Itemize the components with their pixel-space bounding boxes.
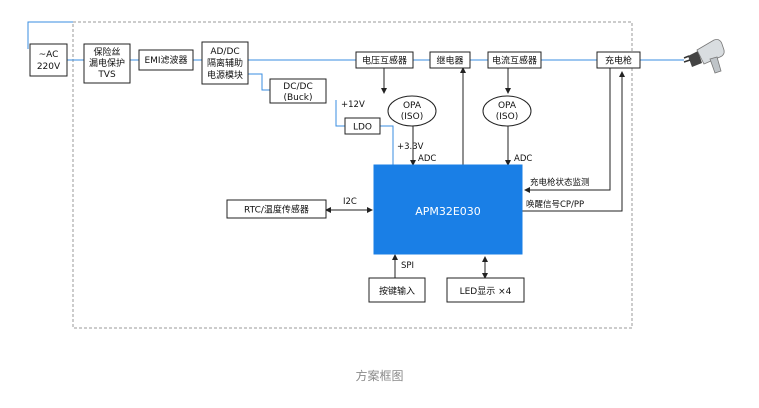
key-input-label: 按键输入 (379, 285, 415, 297)
opa-right-line2: (ISO) (496, 112, 518, 122)
led-display-label: LED显示 ×4 (460, 286, 512, 297)
key-input-block: 按键输入 (368, 277, 426, 303)
ac-dc-line3: 电源模块 (207, 69, 243, 81)
fuse-line2: 漏电保护 (89, 57, 125, 69)
opa-right-line1: OPA (498, 101, 517, 111)
label-adc-left: ADC (418, 154, 436, 164)
ac-dc-block: AD/DC 隔离辅助 电源模块 (201, 41, 249, 85)
power-wires (27, 21, 684, 165)
voltage-transformer-label: 电压互感器 (362, 55, 407, 67)
rtc-sensor-label: RTC/温度传感器 (244, 204, 309, 216)
mcu-block: APM32E030 (373, 164, 523, 255)
ac-dc-line2: 隔离辅助 (207, 57, 243, 69)
rtc-sensor-block: RTC/温度传感器 (226, 199, 327, 219)
current-transformer-block: 电流互感器 (487, 51, 542, 69)
label-33v: +3.3V (397, 142, 424, 152)
relay-block: 继电器 (429, 51, 471, 69)
fuse-protection-block: 保险丝 漏电保护 TVS (83, 43, 131, 84)
ac-dc-line1: AD/DC (210, 47, 239, 57)
fuse-line3: TVS (97, 70, 116, 80)
fuse-line1: 保险丝 (93, 46, 120, 58)
emi-filter-label: EMI滤波器 (144, 54, 187, 66)
ev-charger-plug-icon (683, 39, 725, 74)
led-display-block: LED显示 ×4 (446, 277, 525, 303)
ac-input-line2: 220V (37, 62, 61, 72)
ldo-block: LDO (344, 117, 381, 135)
label-i2c: I2C (343, 197, 357, 207)
charging-gun-block: 充电枪 (596, 51, 641, 69)
label-gun-status: 充电枪状态监测 (530, 177, 590, 188)
system-frame (72, 21, 633, 329)
ac-input-block: ~AC 220V (29, 43, 68, 77)
label-12v: +12V (341, 100, 365, 110)
voltage-transformer-block: 电压互感器 (355, 51, 414, 69)
opa-right-block: OPA (ISO) (482, 95, 532, 127)
label-spi: SPI (401, 261, 414, 271)
label-adc-right: ADC (514, 154, 532, 164)
opa-left-line2: (ISO) (401, 112, 423, 122)
dc-dc-block: DC/DC (Buck) (269, 78, 327, 104)
dc-dc-line2: (Buck) (283, 93, 312, 103)
dc-dc-line1: DC/DC (283, 82, 312, 92)
mcu-label: APM32E030 (415, 205, 481, 218)
ldo-label: LDO (353, 123, 372, 133)
opa-left-block: OPA (ISO) (387, 95, 437, 127)
charging-gun-label: 充电枪 (605, 55, 632, 67)
label-wake-signal: 唤醒信号CP/PP (526, 199, 584, 210)
diagram-caption: 方案框图 (355, 369, 404, 383)
signal-wires (325, 67, 625, 279)
opa-left-line1: OPA (403, 101, 422, 111)
relay-label: 继电器 (436, 55, 463, 67)
current-transformer-label: 电流互感器 (492, 55, 537, 67)
ac-input-line1: ~AC (39, 50, 59, 60)
emi-filter-block: EMI滤波器 (138, 49, 194, 71)
